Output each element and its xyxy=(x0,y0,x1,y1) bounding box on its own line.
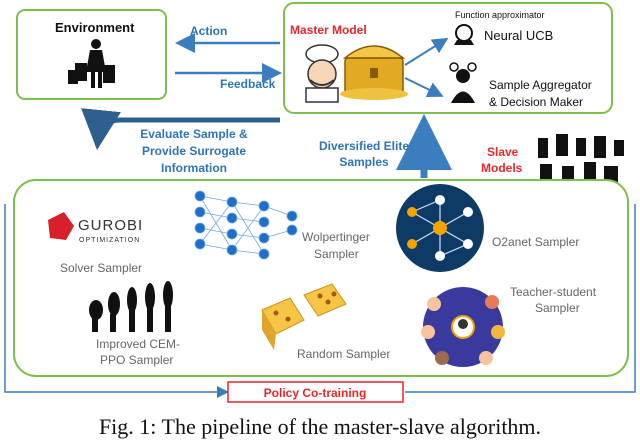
elite-line1: Diversified Elite xyxy=(319,139,409,153)
gurobi-logo-icon: GUROBI OPTIMIZATION xyxy=(48,212,143,244)
action-label: Action xyxy=(190,24,227,38)
figure-caption: Fig. 1: The pipeline of the master-slave… xyxy=(0,414,640,440)
slave-line1: Slave xyxy=(487,145,519,159)
teacher-student-label-line2: Sampler xyxy=(535,301,580,315)
elite-line2: Samples xyxy=(339,155,389,169)
slave-line2: Models xyxy=(481,161,523,175)
environment-box: Environment xyxy=(17,10,166,99)
chef-icon xyxy=(306,45,338,102)
random-sampler-label: Random Sampler xyxy=(297,347,390,361)
teacher-student-label-line1: Teacher-student xyxy=(510,285,597,299)
o2anet-icon xyxy=(396,184,484,272)
gurobi-logo-sub: OPTIMIZATION xyxy=(79,237,140,244)
environment-title: Environment xyxy=(55,20,135,35)
evaluate-line1: Evaluate Sample & xyxy=(140,127,248,141)
neural-ucb-label: Neural UCB xyxy=(484,28,553,43)
gurobi-logo-text: GUROBI xyxy=(78,217,143,234)
wolpertinger-label-line2: Sampler xyxy=(314,247,359,261)
policy-cotraining-box: Policy Co-training xyxy=(228,382,403,402)
aggregator-label-line2: & Decision Maker xyxy=(489,95,583,109)
evaluate-line3: Information xyxy=(161,161,227,175)
policy-cotraining-label: Policy Co-training xyxy=(264,386,367,400)
crystal-ball-icon xyxy=(454,25,474,45)
o2anet-sampler-label: O2anet Sampler xyxy=(492,235,579,249)
master-model-title: Master Model xyxy=(290,23,367,37)
cem-label-line2: PPO Sampler xyxy=(100,353,173,367)
treasure-chest-icon xyxy=(340,46,408,100)
evaluate-line2: Provide Surrogate xyxy=(142,144,246,158)
aggregator-label-line1: Sample Aggregator xyxy=(489,78,592,92)
master-model-box: Master Model Function approximator Neura… xyxy=(284,3,612,113)
function-approximator-label: Function approximator xyxy=(455,10,545,20)
wolpertinger-label-line1: Wolpertinger xyxy=(302,230,370,244)
samplers-box: GUROBI OPTIMIZATION Solver Sampler Wolpe… xyxy=(14,180,628,376)
feedback-label: Feedback xyxy=(220,77,276,91)
cem-label-line1: Improved CEM- xyxy=(96,337,180,351)
solver-sampler-label: Solver Sampler xyxy=(60,261,142,275)
